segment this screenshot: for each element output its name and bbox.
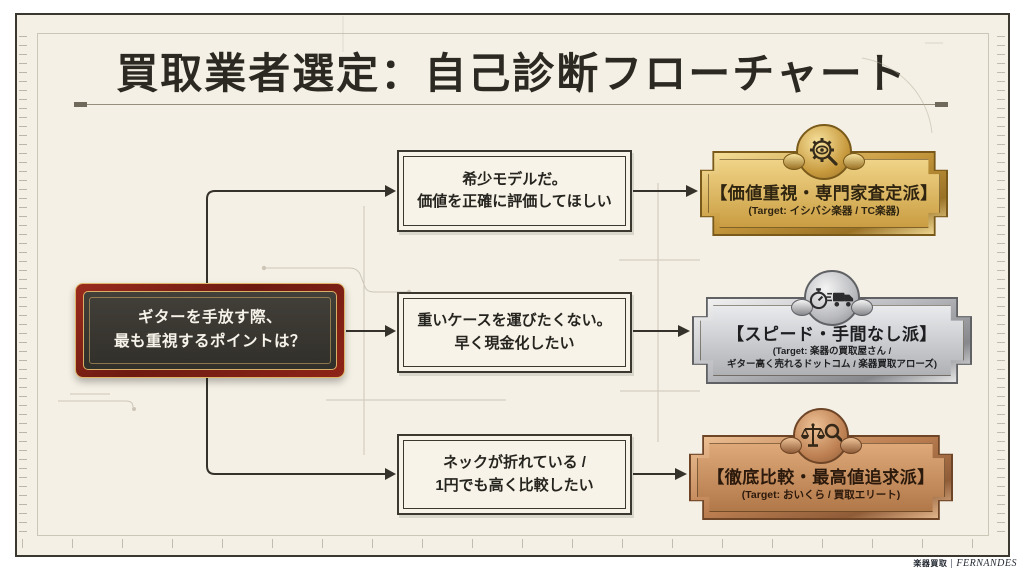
page-title: 買取業者選定：自己診断フローチャート (116, 52, 908, 98)
badge-crest (783, 124, 865, 180)
option3-line2: 1円でも高く比較したい (435, 476, 594, 494)
gear-eye-magnifier-icon (810, 138, 838, 166)
title-underline (74, 102, 948, 108)
result-target-gold: (Target: イシバシ楽器 / TC楽器) (748, 204, 900, 217)
question-text-line2: 最も重視するポイントは？ (113, 333, 306, 350)
result-name-silver: 【スピード・手間なし派】 (727, 325, 937, 345)
question-box-gold-hairline (89, 297, 331, 364)
brand-prefix-label: 楽器買取 (913, 559, 948, 568)
result-target-silver-line1: (Target: 楽器の買取屋さん / (772, 346, 892, 358)
footer-brand: 楽器買取 FERNANDES (913, 557, 1017, 570)
option-text: 重いケースを運びたくない。 早く現金化したい (399, 294, 630, 371)
option-box-no-hassle: 重いケースを運びたくない。 早く現金化したい (397, 292, 632, 373)
question-box: ギターを手放す際、 最も重視するポイントは？ (75, 283, 345, 378)
result-target-bronze: (Target: おいくら / 買取エリート) (741, 488, 901, 501)
title-underline-endcap-left (74, 102, 87, 107)
badge-crest (791, 270, 873, 326)
brand-divider (951, 559, 953, 568)
result-badge-silver: 【スピード・手間なし派】 (Target: 楽器の買取屋さん / ギター高く売れ… (692, 270, 972, 384)
option-text: 希少モデルだ。 価値を正確に評価してほしい (399, 152, 630, 230)
stopwatch-truck-icon (809, 287, 854, 309)
badge-crest (780, 408, 862, 464)
option1-line1: 希少モデルだ。 (462, 170, 567, 188)
title-underline-endcap-right (935, 102, 948, 107)
title-underline-line (80, 104, 942, 105)
result-badge-bronze: 【徹底比較・最高値追求派】 (Target: おいくら / 買取エリート) (689, 408, 953, 520)
badge-plaque-field: 【徹底比較・最高値追求派】 (Target: おいくら / 買取エリート) (697, 443, 945, 512)
question-box-inner: ギターを手放す際、 最も重視するポイントは？ (83, 291, 337, 370)
scales-magnifier-icon (801, 423, 842, 447)
result-name-bronze: 【徹底比較・最高値追求派】 (707, 467, 935, 487)
result-target-silver-line2: ギター高く売れるドットコム / 楽器買取アローズ) (726, 359, 938, 370)
option-text: ネックが折れている / 1円でも高く比較したい (399, 436, 630, 513)
option2-line2: 早く現金化したい (454, 334, 575, 352)
option1-line2: 価値を正確に評価してほしい (417, 193, 612, 210)
option3-line1: ネックが折れている / (443, 454, 586, 471)
result-name-gold: 【価値重視・専門家査定派】 (710, 183, 938, 203)
result-badge-gold: 【価値重視・専門家査定派】 (Target: イシバシ楽器 / TC楽器) (700, 124, 948, 236)
option-box-broken-compare: ネックが折れている / 1円でも高く比較したい (397, 434, 632, 515)
option-box-rare-model: 希少モデルだ。 価値を正確に評価してほしい (397, 150, 632, 232)
question-text-line1: ギターを手放す際、 (137, 309, 282, 327)
option2-line1: 重いケースを運びたくない。 (417, 312, 612, 329)
brand-name-logo: FERNANDES (956, 558, 1017, 569)
